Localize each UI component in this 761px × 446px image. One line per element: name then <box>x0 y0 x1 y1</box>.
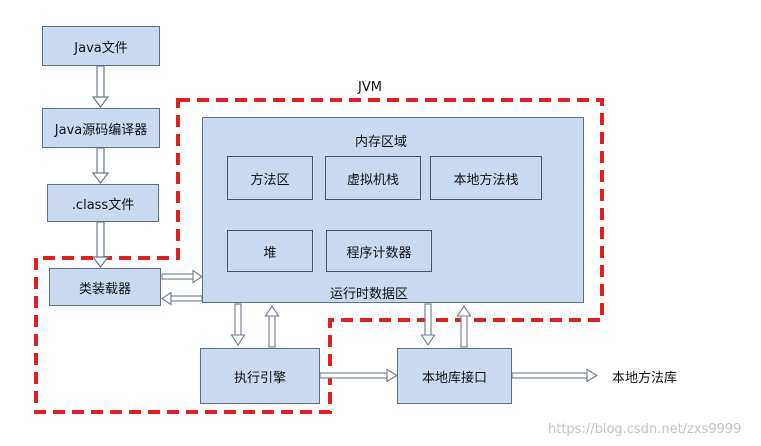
memory-area-title: 内存区域 <box>355 135 408 150</box>
flow-arrow-engine-to-runtime <box>264 304 280 348</box>
method-area-node: 方法区 <box>227 156 313 200</box>
jvm-label: JVM <box>358 80 382 95</box>
class-loader-node: 类装载器 <box>49 268 161 306</box>
native-method-stack-node: 本地方法栈 <box>430 156 542 200</box>
flow-arrow-runtime-to-engine <box>230 303 246 347</box>
flow-arrow-native-interface-to-runtime <box>456 304 472 348</box>
runtime-data-area <box>202 117 584 303</box>
flow-arrow-runtime-to-loader <box>161 291 203 306</box>
vm-stack-node: 虚拟机栈 <box>325 156 421 200</box>
flow-arrow-native-interface-to-library <box>511 368 599 383</box>
class-file-node: .class文件 <box>47 184 159 222</box>
java-compiler-node: Java源码编译器 <box>42 108 160 148</box>
flow-arrow-engine-to-native-interface <box>319 368 399 383</box>
heap-node: 堆 <box>227 230 313 272</box>
jvm-boundary <box>34 98 604 414</box>
native-interface-node: 本地库接口 <box>397 348 512 404</box>
flow-arrow-class-to-loader <box>91 221 110 268</box>
flow-arrow-loader-to-runtime <box>161 269 203 284</box>
watermark: https://blog.csdn.net/zxs9999 <box>548 422 742 437</box>
execution-engine-node: 执行引擎 <box>200 348 320 404</box>
runtime-data-area-label: 运行时数据区 <box>330 287 409 302</box>
program-counter-node: 程序计数器 <box>326 230 432 272</box>
flow-arrow-compiler-to-class <box>91 147 110 184</box>
flow-arrow-java-to-compiler <box>91 65 110 108</box>
native-library-label: 本地方法库 <box>612 371 678 386</box>
flow-arrow-runtime-to-native-interface <box>420 303 436 347</box>
java-file-node: Java文件 <box>42 26 160 66</box>
